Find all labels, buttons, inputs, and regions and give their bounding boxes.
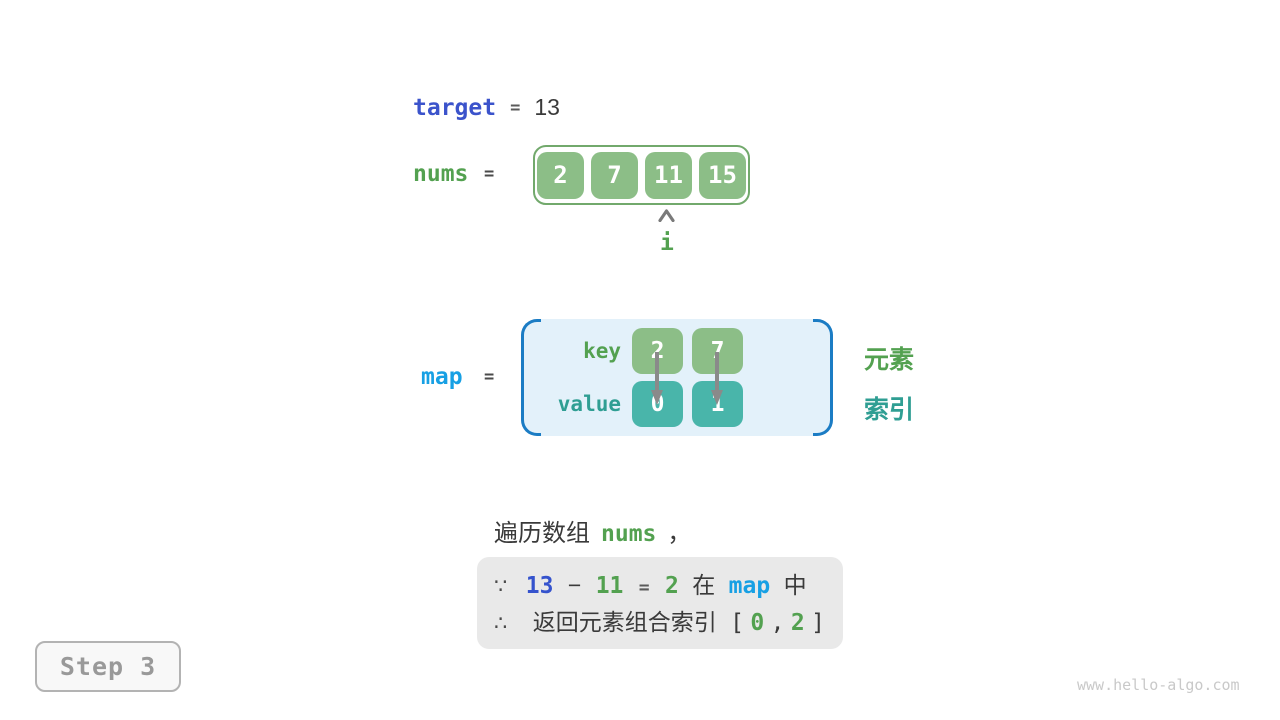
therefore-symbol: ∴ [494, 612, 508, 635]
result-index-1: 2 [790, 610, 805, 636]
nums-cell-3: 15 [699, 151, 746, 199]
nums-equals: = [484, 164, 495, 184]
caption-nums-code: nums [601, 521, 657, 547]
minuend-value: 13 [525, 573, 554, 599]
result-text: 返回元素组合索引 [532, 609, 717, 635]
difference-value: 2 [665, 573, 679, 599]
nums-keyword: nums [413, 161, 469, 187]
conclusion-line-1: ∵ 13 − 11 = 2 在 map 中 [494, 568, 843, 605]
map-keyword: map [421, 364, 463, 390]
nums-cell-2: 11 [645, 151, 692, 199]
map-equals: = [484, 367, 495, 387]
bracket-close: ] [811, 610, 826, 636]
key-to-value-arrow-icon [651, 352, 663, 405]
map-code: map [728, 573, 771, 599]
caption-prefix: 遍历数组 [494, 520, 590, 547]
result-index-0: 0 [750, 610, 765, 636]
target-row: target = 13 [413, 94, 560, 121]
target-keyword: target [413, 95, 497, 121]
nums-cell-0: 2 [537, 151, 584, 199]
target-equals: = [510, 98, 521, 118]
target-value: 13 [534, 94, 560, 120]
because-symbol: ∵ [494, 575, 508, 598]
nums-array: 2 7 11 15 [533, 145, 750, 205]
caption-line: 遍历数组 nums ， [494, 513, 691, 548]
bracket-open: [ [730, 610, 745, 636]
watermark: www.hello-algo.com [1077, 676, 1240, 694]
key-to-value-arrow-icon [711, 352, 723, 405]
map-container: key value 2 7 0 1 [521, 319, 833, 436]
conclusion-box: ∵ 13 − 11 = 2 在 map 中 ∴ 返回元素组合索引 [ 0 , 2… [477, 557, 843, 649]
index-label: 索引 [864, 396, 915, 424]
pointer-caret-icon [658, 209, 675, 222]
caption-comma: ， [667, 520, 692, 547]
zhong-text: 中 [783, 572, 807, 598]
nums-cell-1: 7 [591, 151, 638, 199]
subtrahend-value: 11 [595, 573, 624, 599]
conclusion-line-2: ∴ 返回元素组合索引 [ 0 , 2 ] [494, 605, 843, 641]
element-label: 元素 [864, 346, 915, 374]
minus-operator: − [567, 572, 582, 598]
equals-operator: = [638, 577, 650, 598]
result-comma: , [770, 610, 785, 636]
map-key-label: key [583, 339, 621, 363]
map-value-label: value [557, 392, 621, 416]
in-text: 在 [692, 572, 716, 598]
index-pointer-label: i [660, 230, 674, 256]
step-badge: Step 3 [35, 641, 181, 692]
